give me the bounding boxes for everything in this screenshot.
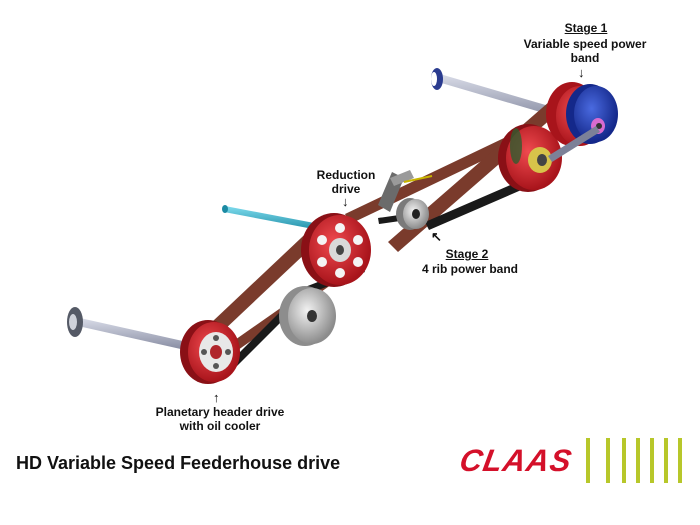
reduction-drive-pulley [301, 213, 371, 287]
planetary-label-line1: Planetary header drive [155, 405, 285, 419]
stage1-arrow: ↓ [578, 65, 585, 80]
stage1-desc-line2: band [570, 51, 600, 65]
logo-bar [650, 438, 654, 483]
tensioner-assembly [378, 170, 433, 230]
reduction-label-line1: Reduction [316, 168, 376, 182]
reduction-shaft [222, 205, 330, 232]
idler-pulley [279, 286, 336, 346]
lower-shaft [67, 307, 205, 354]
logo-bar [586, 438, 590, 483]
claas-logo: CLAAS [446, 436, 700, 488]
stage2-title: Stage 2 [445, 247, 489, 261]
stage2-pulley [498, 124, 562, 192]
logo-bar [678, 438, 682, 483]
stage-linkage [548, 126, 600, 162]
reduction-arrow: ↓ [342, 194, 349, 209]
stage1-desc-line1: Variable speed power [523, 37, 647, 51]
logo-bar [606, 438, 610, 483]
diagram-title: HD Variable Speed Feederhouse drive [16, 453, 341, 473]
stage2-arrow: ↖ [431, 229, 442, 244]
logo-bar [622, 438, 626, 483]
reduction-label-line2: drive [331, 182, 361, 196]
planetary-header-pulley [180, 320, 240, 384]
stage1-title: Stage 1 [564, 21, 608, 35]
planetary-arrow: ↑ [213, 390, 220, 405]
claas-logo-text: CLAAS [457, 443, 575, 478]
logo-bar [636, 438, 640, 483]
stage2-desc: 4 rib power band [421, 262, 518, 276]
logo-bar [664, 438, 668, 483]
planetary-label-line2: with oil cooler [179, 419, 261, 433]
